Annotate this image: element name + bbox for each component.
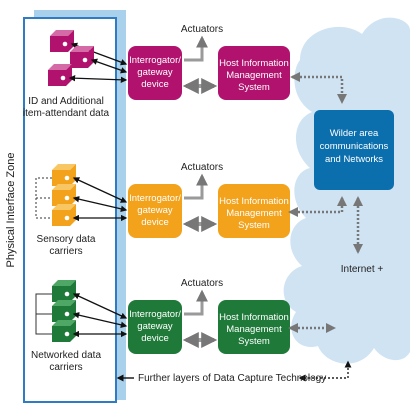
carrier-group-label: item-attendant data [23,108,110,119]
host-label: Host Information [219,312,289,323]
further-layers-label: Further layers of Data Capture Technolog… [138,373,326,384]
carrier-link-arrow [90,58,128,74]
carrier-group-label: Networked data [31,350,101,361]
actuators-arrow [184,289,208,316]
data-carrier-icon [52,204,76,226]
carrier-group-label: carriers [49,246,82,257]
cloud-line-2: communications [320,141,389,152]
data-carrier-icon [52,300,76,322]
interrogator-label: Interrogator/ [129,193,181,204]
data-carrier-icon [48,64,72,86]
data-carrier-icon [52,280,76,302]
host2-to-cloud-dotted [288,196,347,217]
data-carrier-icon [52,184,76,206]
carrier-bracket [35,293,52,335]
further-layers-connector [298,360,352,382]
actuators-label: Actuators [181,278,223,289]
host-label: System [238,220,270,231]
interrogator-label: Interrogator/ [129,55,181,66]
carrier-group-label: carriers [49,362,82,373]
actuators-arrow [184,173,208,200]
host-information-system-box [218,184,290,238]
interrogator-gateway-box [128,184,182,238]
carrier-group-label: ID and Additional [28,96,104,107]
interrogator-label: gateway [137,67,173,78]
interrogator-label: gateway [137,205,173,216]
actuators-label: Actuators [181,162,223,173]
interrogator-label: device [141,217,168,228]
data-carrier-icon [70,46,94,68]
host-label: System [238,336,270,347]
network-cloud [283,17,410,364]
interrogator-label: Interrogator/ [129,309,181,320]
host-information-system-box [218,300,290,354]
interrogator-label: gateway [137,321,173,332]
carrier-link-arrow [72,312,128,328]
carrier-link-arrow [72,196,128,212]
host-label: Management [226,70,282,81]
internet-label: Internet + [341,264,384,275]
carrier-bracket [35,177,52,219]
actuators-arrow [184,35,208,62]
host-label: Management [226,324,282,335]
data-carrier-icon [50,30,74,52]
interrogator-gateway-box [128,46,182,100]
interface-zone-label: Physical Interface Zone [5,153,17,268]
host-label: Management [226,208,282,219]
carrier-link-arrow [68,74,128,84]
host1-to-cloud-dotted [290,72,347,104]
actuators-label: Actuators [181,24,223,35]
host-information-system-box [218,46,290,100]
cloud-line-1: Wilder area [330,128,379,139]
host-label: System [238,82,270,93]
data-carrier-icon [52,320,76,342]
carrier-group-label: Sensory data [37,234,96,245]
interrogator-label: device [141,79,168,90]
host-label: Host Information [219,196,289,207]
data-carrier-icon [52,164,76,186]
interrogator-gateway-box [128,300,182,354]
cloud-line-3: and Networks [325,154,383,165]
host-label: Host Information [219,58,289,69]
wider-area-network-box: Wilder area communications and Networks [314,110,394,190]
interrogator-label: device [141,333,168,344]
